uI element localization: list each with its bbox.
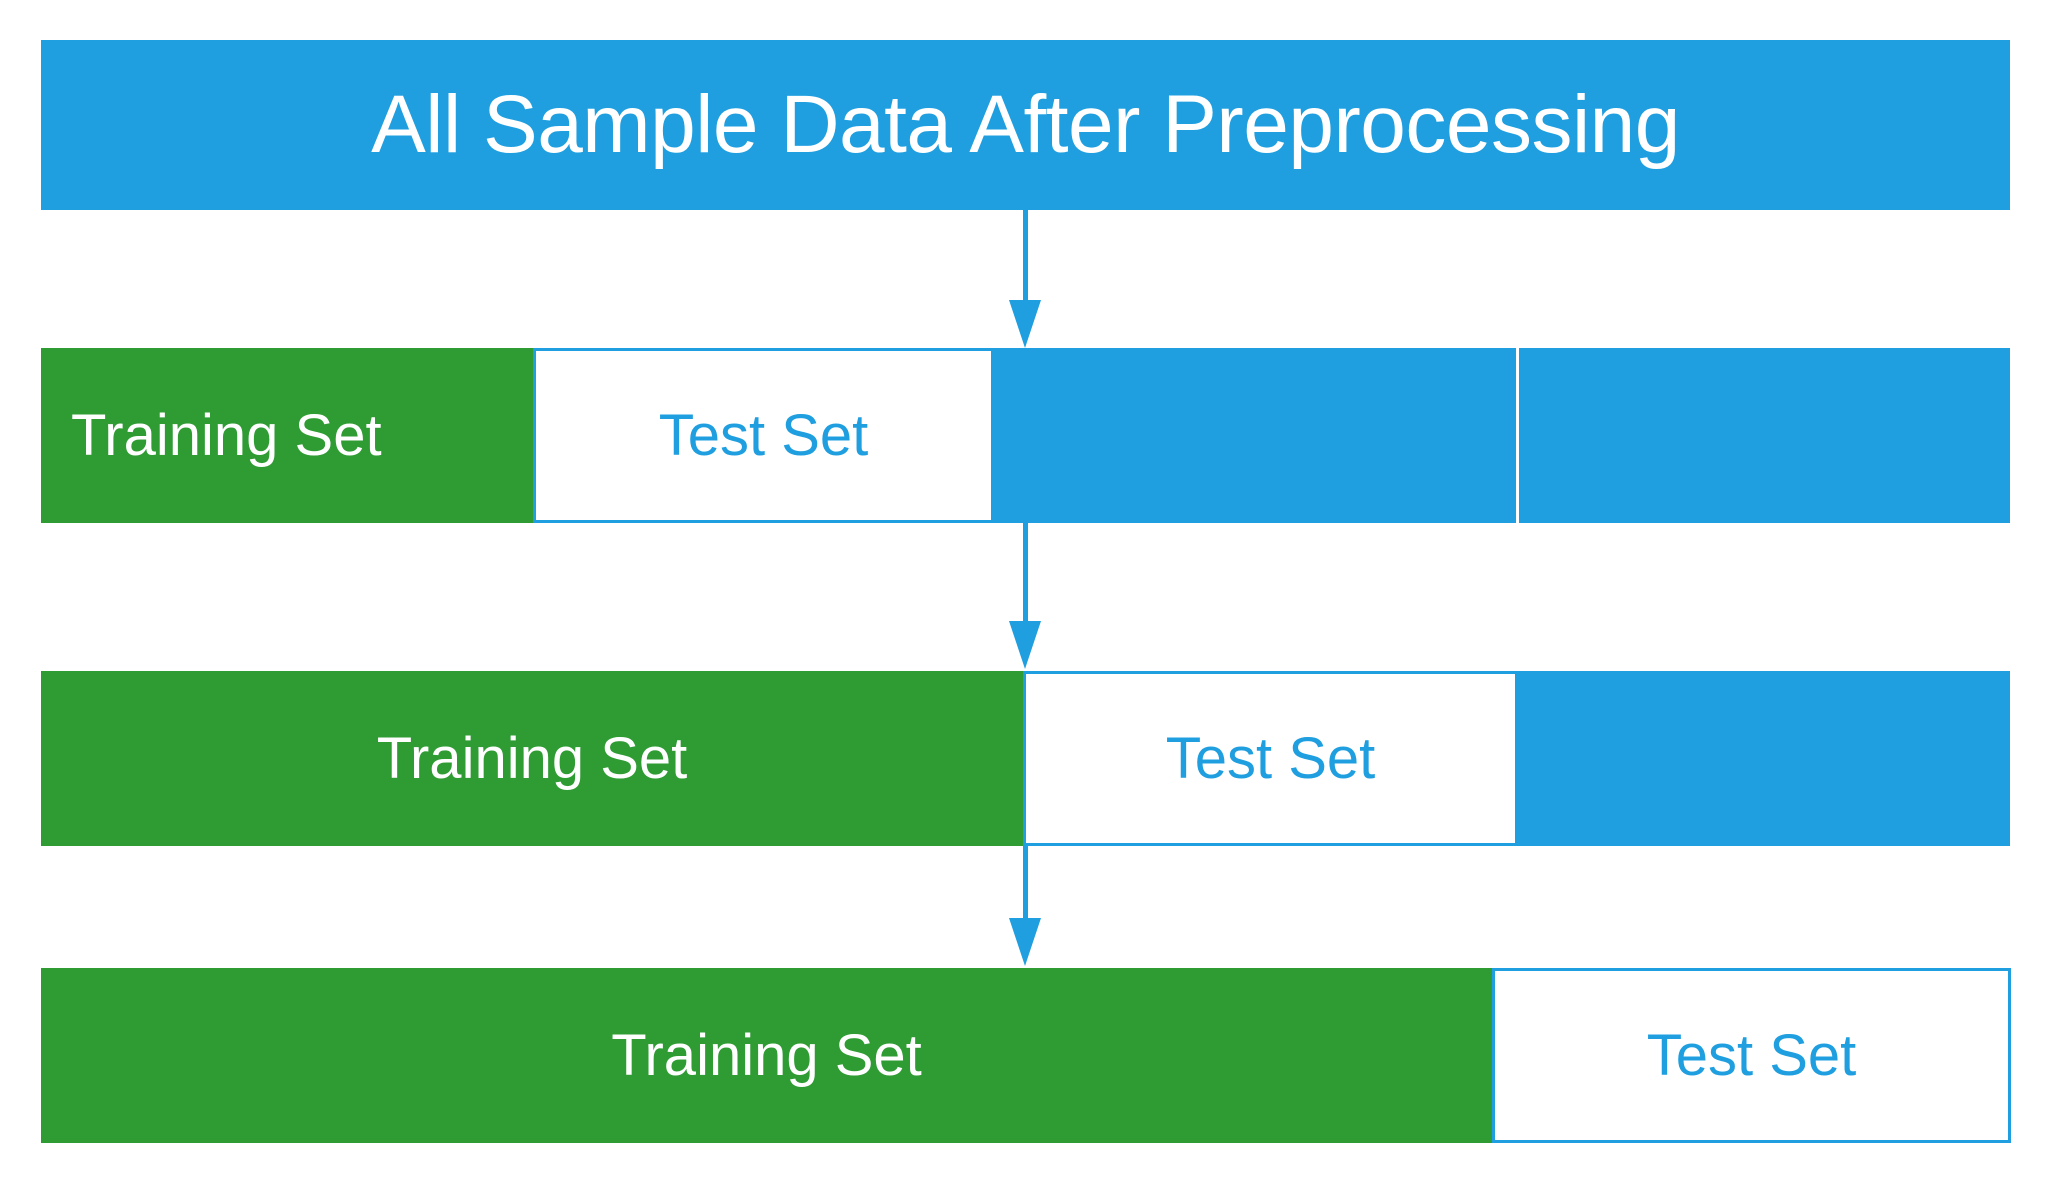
row2-test-set-block: Test Set: [533, 348, 994, 523]
row2-training-set-block: Training Set: [41, 348, 533, 523]
row3-remaining-block-a: [1518, 671, 2010, 846]
arrow-head: [1009, 918, 1041, 966]
row4-training-set-block: Training Set: [41, 968, 1492, 1143]
arrow-shaft: [1023, 210, 1028, 302]
row2-remaining-block-b: [1519, 348, 2010, 523]
arrow-shaft: [1023, 846, 1028, 920]
row3-training-set-block: Training Set: [41, 671, 1023, 846]
row3-test-set-block: Test Set: [1023, 671, 1518, 846]
row2-remaining-block-a: [993, 348, 1516, 523]
arrow-head: [1009, 300, 1041, 348]
row4-test-set-block: Test Set: [1492, 968, 2011, 1143]
header-all-sample-data: All Sample Data After Preprocessing: [41, 40, 2010, 210]
arrow-head: [1009, 621, 1041, 669]
arrow-shaft: [1023, 523, 1028, 623]
